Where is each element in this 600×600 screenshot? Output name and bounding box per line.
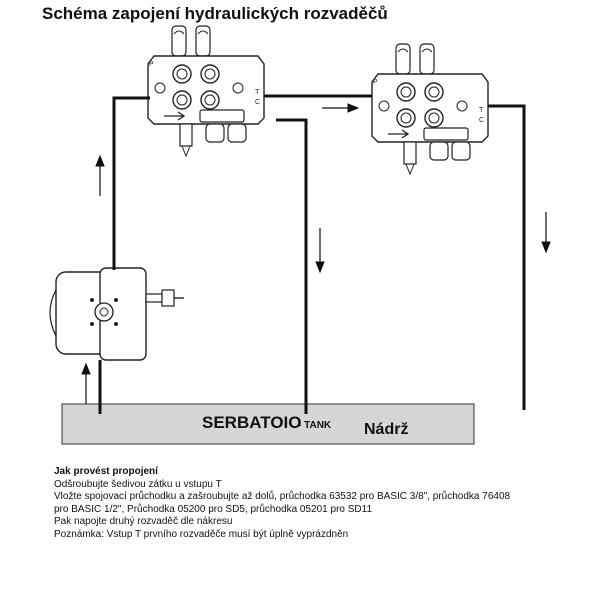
hydraulic-diagram: P T C P T C SERBATOIO - TANK Nádrž (49, 25, 551, 445)
arrow-up-pressure-line (95, 154, 105, 196)
svg-text:P: P (149, 61, 154, 68)
tank-label-it: SERBATOIO (202, 413, 302, 432)
instructions: Jak provést propojení Odšroubujte šedivo… (54, 466, 510, 542)
instruction-line: Odšroubujte šedivou zátku u vstupu T (54, 478, 222, 490)
instructions-heading: Jak provést propojení (54, 466, 158, 477)
pump (49, 267, 184, 361)
instruction-line: Poznámka: Vstup T prvního rozvaděče musí… (54, 528, 349, 540)
arrow-down-valve2-return (541, 212, 551, 254)
tank: SERBATOIO - TANK Nádrž (61, 403, 475, 445)
arrow-down-valve1-return (315, 228, 325, 274)
arrow-up-pump-suction (81, 362, 91, 404)
instruction-line: Pak napojte druhý rozvaděč dle nákresu (54, 516, 233, 528)
instruction-line: Vložte spojovací průchodku a zašroubujte… (54, 491, 511, 503)
arrow-right-to-valve2 (322, 103, 360, 113)
instruction-line: pro BASIC 1/2", Průchodka 05200 pro SD5,… (54, 503, 373, 515)
page-title: Schéma zapojení hydraulických rozvaděčů (42, 4, 388, 23)
svg-text:C: C (255, 99, 260, 106)
flow-arrows (81, 103, 551, 404)
valve-1: P T C (147, 25, 265, 157)
pipes (98, 94, 526, 414)
tank-label-cz: Nádrž (364, 421, 408, 438)
svg-text:T: T (255, 89, 260, 96)
svg-text:P: P (373, 79, 378, 86)
valve-2: P T C (371, 43, 489, 175)
tank-label-en: - TANK (298, 420, 332, 431)
svg-text:C: C (479, 117, 484, 124)
svg-text:T: T (479, 107, 484, 114)
